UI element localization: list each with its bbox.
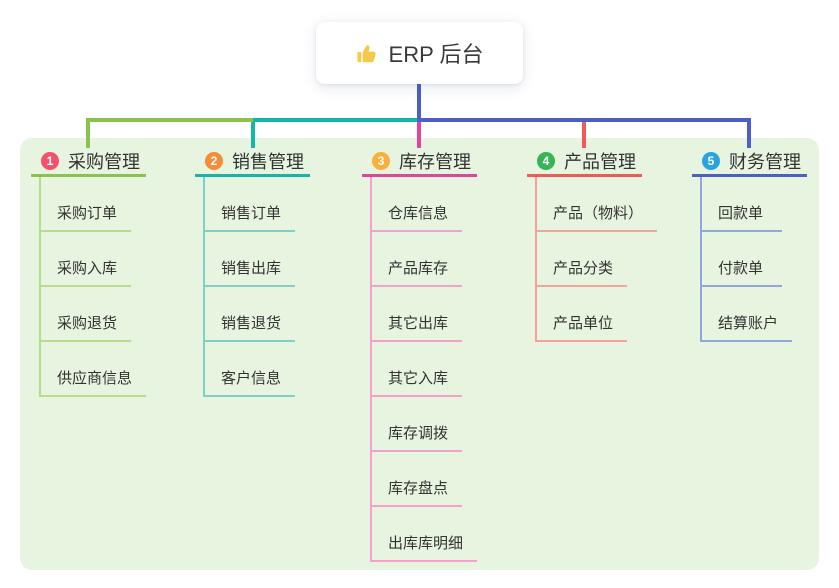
- branch-purchase: 1 采购管理 采购订单 采购入库 采购退货 供应商信息: [31, 148, 147, 397]
- node-sales-outbound[interactable]: 销售出库: [205, 232, 296, 287]
- node-customer-info[interactable]: 客户信息: [205, 342, 296, 397]
- branch-sales-children: 销售订单 销售出库 销售退货 客户信息: [203, 177, 310, 397]
- node-product-unit[interactable]: 产品单位: [537, 287, 628, 342]
- badge-3-icon: 3: [372, 152, 390, 170]
- branch-product-children: 产品（物料） 产品分类 产品单位: [535, 177, 658, 342]
- node-payment-bill[interactable]: 付款单: [702, 232, 782, 287]
- node-sales-return[interactable]: 销售退货: [205, 287, 296, 342]
- thumbs-up-icon: [356, 42, 379, 65]
- branch-inventory-title[interactable]: 3 库存管理: [362, 148, 477, 177]
- branch-inventory: 3 库存管理 仓库信息 产品库存 其它出库 其它入库 库存调拨 库存盘点 出库库…: [362, 148, 478, 562]
- node-supplier-info[interactable]: 供应商信息: [41, 342, 147, 397]
- node-settlement-account[interactable]: 结算账户: [702, 287, 793, 342]
- node-purchase-return[interactable]: 采购退货: [41, 287, 132, 342]
- branch-purchase-children: 采购订单 采购入库 采购退货 供应商信息: [39, 177, 147, 397]
- root-node-label: ERP 后台: [388, 42, 484, 67]
- branches-background-panel: [20, 138, 819, 570]
- branch-title-label: 采购管理: [68, 152, 140, 172]
- branch-product: 4 产品管理 产品（物料） 产品分类 产品单位: [527, 148, 658, 342]
- node-product-stock[interactable]: 产品库存: [372, 232, 463, 287]
- branch-title-label: 财务管理: [729, 152, 801, 172]
- branch-product-title[interactable]: 4 产品管理: [527, 148, 642, 177]
- branch-finance-children: 回款单 付款单 结算账户: [700, 177, 807, 342]
- badge-1-icon: 1: [41, 152, 59, 170]
- node-stock-count[interactable]: 库存盘点: [372, 452, 463, 507]
- node-purchase-order[interactable]: 采购订单: [41, 177, 132, 232]
- branch-title-label: 产品管理: [564, 152, 636, 172]
- node-other-outbound[interactable]: 其它出库: [372, 287, 463, 342]
- branch-finance-title[interactable]: 5 财务管理: [692, 148, 807, 177]
- branch-sales-title[interactable]: 2 销售管理: [195, 148, 310, 177]
- root-node-erp[interactable]: ERP 后台: [316, 22, 523, 84]
- badge-2-icon: 2: [205, 152, 223, 170]
- node-purchase-inbound[interactable]: 采购入库: [41, 232, 132, 287]
- branch-title-label: 销售管理: [232, 152, 304, 172]
- branch-title-label: 库存管理: [399, 152, 471, 172]
- node-other-inbound[interactable]: 其它入库: [372, 342, 463, 397]
- badge-4-icon: 4: [537, 152, 555, 170]
- node-receipt-bill[interactable]: 回款单: [702, 177, 782, 232]
- branch-sales: 2 销售管理 销售订单 销售出库 销售退货 客户信息: [195, 148, 310, 397]
- branch-inventory-children: 仓库信息 产品库存 其它出库 其它入库 库存调拨 库存盘点 出库库明细: [370, 177, 478, 562]
- node-product-category[interactable]: 产品分类: [537, 232, 628, 287]
- node-product-material[interactable]: 产品（物料）: [537, 177, 658, 232]
- branch-purchase-title[interactable]: 1 采购管理: [31, 148, 146, 177]
- node-outbound-detail[interactable]: 出库库明细: [372, 507, 478, 562]
- node-warehouse-info[interactable]: 仓库信息: [372, 177, 463, 232]
- badge-5-icon: 5: [702, 152, 720, 170]
- node-sales-order[interactable]: 销售订单: [205, 177, 296, 232]
- branch-finance: 5 财务管理 回款单 付款单 结算账户: [692, 148, 807, 342]
- node-stock-transfer[interactable]: 库存调拨: [372, 397, 463, 452]
